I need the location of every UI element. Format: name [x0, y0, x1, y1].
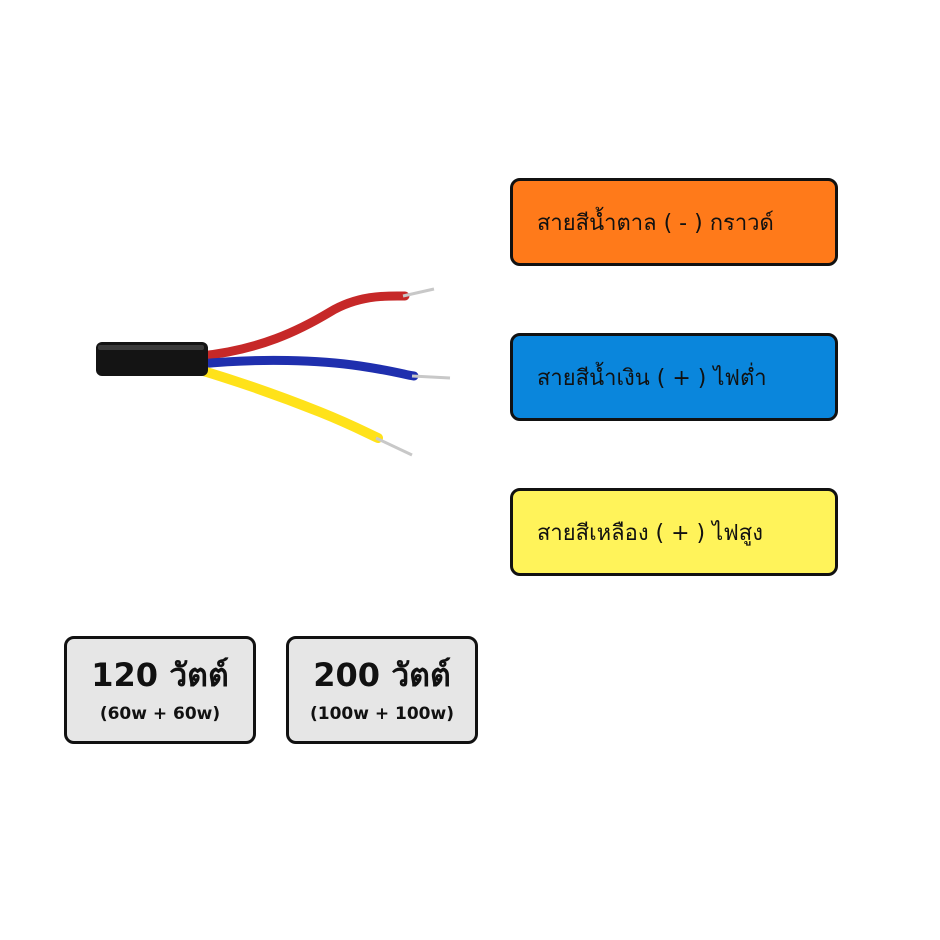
wattage-120-main: 120 วัตต์ [91, 656, 229, 694]
blue-wire-tip [411, 374, 451, 380]
brown-wire-label-text: สายสีน้ำตาล ( - ) กราวด์ [537, 210, 774, 236]
wattage-120-box: 120 วัตต์ (60w + 60w) [64, 636, 256, 744]
yellow-wire-label: สายสีเหลือง ( + ) ไฟสูง [510, 488, 838, 576]
wattage-120-sub: (60w + 60w) [99, 704, 221, 724]
wattage-200-main: 200 วัตต์ [313, 656, 451, 694]
yellow-wire-label-text: สายสีเหลือง ( + ) ไฟสูง [537, 520, 763, 546]
cable-jacket-highlight [98, 345, 204, 350]
red-wire [195, 291, 410, 361]
brown-wire-label: สายสีน้ำตาล ( - ) กราวด์ [510, 178, 838, 266]
blue-wire-label-text: สายสีน้ำเงิน ( + ) ไฟต่ำ [537, 365, 767, 391]
cable-jacket [96, 342, 208, 376]
wattage-200-box: 200 วัตต์ (100w + 100w) [286, 636, 478, 744]
blue-wire-label: สายสีน้ำเงิน ( + ) ไฟต่ำ [510, 333, 838, 421]
blue-wire [195, 355, 419, 381]
yellow-wire-tip [375, 436, 413, 457]
wattage-200-sub: (100w + 100w) [309, 704, 454, 724]
red-wire-tip [402, 287, 435, 298]
yellow-wire [195, 365, 383, 443]
